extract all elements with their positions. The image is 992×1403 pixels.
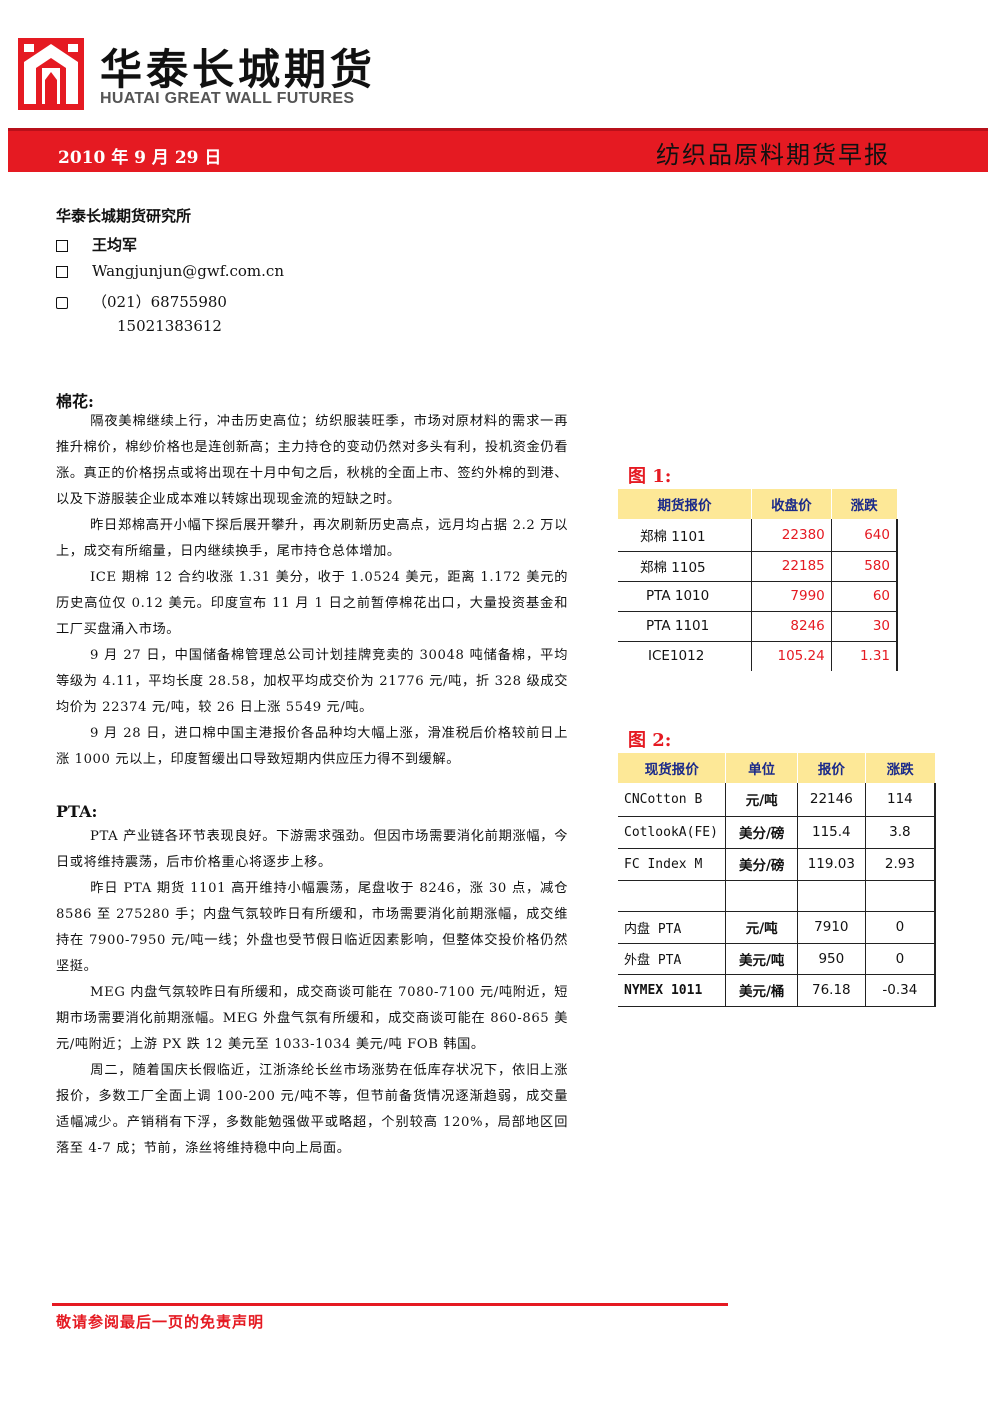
table-row: 外盘 PTA 美元/吨 950 0 bbox=[618, 943, 936, 975]
product-name: FC Index M bbox=[618, 848, 727, 881]
figure1-label: 图 1: bbox=[628, 466, 672, 487]
table-row: NYMEX 1011 美元/桶 76.18 -0.34 bbox=[618, 974, 936, 1007]
column-header: 现货报价 bbox=[618, 753, 727, 783]
price-change: 1.31 bbox=[831, 641, 898, 671]
close-price: 8246 bbox=[751, 611, 832, 642]
title-banner bbox=[8, 128, 988, 172]
unit: 美元/吨 bbox=[725, 943, 798, 975]
unit: 美元/桶 bbox=[725, 974, 798, 1007]
report-title: 纺织品原料期货早报 bbox=[656, 141, 890, 169]
pta-section-title: PTA: bbox=[56, 802, 98, 821]
table-header-row: 期货报价 收盘价 涨跌 bbox=[618, 489, 898, 519]
unit: 美分/磅 bbox=[725, 816, 798, 849]
brand-name-cn: 华泰长城期货 bbox=[100, 45, 377, 94]
quote-price: 950 bbox=[797, 943, 866, 975]
price-change: 3.8 bbox=[865, 816, 936, 849]
quote-price: 7910 bbox=[797, 911, 866, 944]
quote-price bbox=[797, 880, 866, 912]
price-change: 30 bbox=[831, 611, 898, 642]
analyst-phone: （021）68755980 bbox=[92, 293, 227, 311]
table-row: CNCotton B 元/吨 22146 114 bbox=[618, 783, 936, 817]
contract-name: PTA 1010 bbox=[618, 581, 752, 612]
price-change: 60 bbox=[831, 581, 898, 612]
analyst-name: 王均军 bbox=[92, 236, 138, 254]
column-header: 涨跌 bbox=[864, 753, 936, 783]
table-header-row: 现货报价 单位 报价 涨跌 bbox=[618, 753, 936, 783]
price-change: 0 bbox=[865, 943, 936, 975]
huatai-logo bbox=[18, 38, 84, 110]
quote-price: 119.03 bbox=[797, 848, 866, 881]
futures-quote-table: 期货报价 收盘价 涨跌 郑棉 1101 22380 640 郑棉 1105 22… bbox=[618, 489, 898, 671]
price-change: 114 bbox=[865, 783, 936, 817]
table-row: 郑棉 1101 22380 640 bbox=[618, 519, 898, 552]
cotton-section-title: 棉花: bbox=[56, 392, 94, 411]
spot-quote-table: 现货报价 单位 报价 涨跌 CNCotton B 元/吨 22146 114 C… bbox=[618, 753, 936, 1007]
product-name: 内盘 PTA bbox=[618, 911, 727, 944]
table-row: FC Index M 美分/磅 119.03 2.93 bbox=[618, 848, 936, 881]
table-row: 郑棉 1105 22185 580 bbox=[618, 551, 898, 582]
quote-price: 76.18 bbox=[797, 974, 866, 1007]
price-change: 2.93 bbox=[865, 848, 936, 881]
phone-row: （021）68755980 bbox=[56, 291, 227, 312]
cotton-paragraph-2: 昨日郑棉高开小幅下探后展开攀升，再次刷新历史高点，远月均占据 2.2 万以上，成… bbox=[56, 518, 568, 559]
institute-name: 华泰长城期货研究所 bbox=[56, 207, 192, 225]
quote-price: 115.4 bbox=[797, 816, 866, 849]
email-row: Wangjunjun@gwf.com.cn bbox=[56, 262, 284, 280]
column-header: 收盘价 bbox=[751, 489, 832, 519]
cotton-paragraph-4: 9 月 27 日，中国储备棉管理总公司计划挂牌竞卖的 30048 吨储备棉，平均… bbox=[56, 648, 568, 715]
pta-paragraph-2: 昨日 PTA 期货 1101 高开维持小幅震荡，尾盘收于 8246，涨 30 点… bbox=[56, 881, 568, 974]
column-header: 单位 bbox=[725, 753, 798, 783]
contract-name: 郑棉 1105 bbox=[618, 551, 752, 582]
price-change: 0 bbox=[865, 911, 936, 944]
cotton-paragraph-3: ICE 期棉 12 合约收涨 1.31 美分，收于 1.0524 美元，距离 1… bbox=[56, 570, 568, 637]
product-name: CNCotton B bbox=[618, 783, 727, 817]
contract-name: PTA 1101 bbox=[618, 611, 752, 642]
mail-icon bbox=[56, 266, 68, 278]
table-row: PTA 1101 8246 30 bbox=[618, 611, 898, 642]
analyst-row: 王均军 bbox=[56, 234, 137, 255]
phone-icon bbox=[56, 297, 68, 309]
analyst-email[interactable]: Wangjunjun@gwf.com.cn bbox=[92, 262, 284, 280]
contract-name: ICE1012 bbox=[618, 641, 752, 671]
close-price: 105.24 bbox=[751, 641, 832, 671]
column-header: 报价 bbox=[796, 753, 866, 783]
banner-stripe bbox=[8, 128, 988, 131]
figure2-label: 图 2: bbox=[628, 730, 672, 751]
cotton-paragraph-1: 隔夜美棉继续上行，冲击历史高位；纺织服装旺季，市场对原材料的需求一再推升棉价，棉… bbox=[56, 414, 568, 507]
report-date: 2010 年 9 月 29 日 bbox=[58, 148, 222, 168]
quote-price: 22146 bbox=[797, 783, 866, 817]
unit bbox=[725, 880, 798, 912]
brand-name-en: HUATAI GREAT WALL FUTURES bbox=[100, 90, 355, 107]
unit: 美分/磅 bbox=[725, 848, 798, 881]
analyst-mobile: 15021383612 bbox=[117, 317, 222, 335]
pta-paragraph-4: 周二，随着国庆长假临近，江浙涤纶长丝市场涨势在低库存状况下，依旧上涨报价，多数工… bbox=[56, 1063, 568, 1156]
price-change: 580 bbox=[831, 551, 898, 582]
product-name bbox=[618, 880, 727, 912]
pen-icon bbox=[56, 240, 68, 252]
close-price: 22380 bbox=[751, 519, 832, 552]
pta-paragraph-3: MEG 内盘气氛较昨日有所缓和，成交商谈可能在 7080-7100 元/吨附近，… bbox=[56, 985, 568, 1052]
contract-name: 郑棉 1101 bbox=[618, 519, 752, 552]
column-header: 涨跌 bbox=[830, 489, 898, 519]
price-change bbox=[865, 880, 936, 912]
pta-paragraph-1: PTA 产业链各环节表现良好。下游需求强劲。但因市场需要消化前期涨幅，今日或将维… bbox=[56, 829, 568, 870]
disclaimer-note[interactable]: 敬请参阅最后一页的免责声明 bbox=[56, 1313, 265, 1331]
table-row: 内盘 PTA 元/吨 7910 0 bbox=[618, 911, 936, 944]
product-name: CotlookA(FE) bbox=[618, 816, 727, 849]
unit: 元/吨 bbox=[725, 783, 798, 817]
close-price: 22185 bbox=[751, 551, 832, 582]
price-change: 640 bbox=[831, 519, 898, 552]
unit: 元/吨 bbox=[725, 911, 798, 944]
cotton-paragraph-5: 9 月 28 日，进口棉中国主港报价各品种均大幅上涨，滑准税后价格较前日上涨 1… bbox=[56, 726, 568, 767]
table-row: CotlookA(FE) 美分/磅 115.4 3.8 bbox=[618, 816, 936, 849]
price-change: -0.34 bbox=[865, 974, 936, 1007]
column-header: 期货报价 bbox=[618, 489, 752, 519]
product-name: NYMEX 1011 bbox=[618, 974, 727, 1007]
footer-divider bbox=[52, 1303, 728, 1306]
table-row: ICE1012 105.24 1.31 bbox=[618, 641, 898, 671]
product-name: 外盘 PTA bbox=[618, 943, 727, 975]
close-price: 7990 bbox=[751, 581, 832, 612]
table-row bbox=[618, 880, 936, 912]
table-row: PTA 1010 7990 60 bbox=[618, 581, 898, 612]
